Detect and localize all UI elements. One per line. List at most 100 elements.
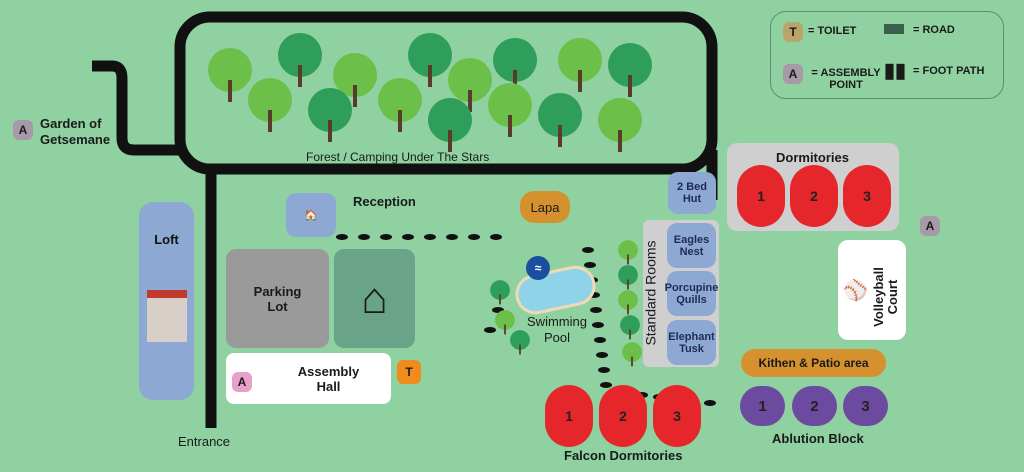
volleyball-court	[838, 240, 906, 340]
falcon-dormitory-3: 3	[653, 385, 701, 447]
tree-icon	[408, 33, 452, 77]
footprint-icon	[594, 337, 606, 343]
tree-icon	[333, 53, 377, 97]
tree-trunk	[627, 279, 629, 290]
tree-trunk	[328, 120, 332, 142]
tree-trunk	[499, 294, 501, 305]
volleyball-icon: ⚾	[843, 280, 868, 302]
assembly-hall: Assembly Hall	[226, 353, 391, 404]
footprint-icon	[446, 234, 458, 240]
footprint-icon	[358, 234, 370, 240]
toilet-legend-icon: T	[783, 22, 803, 42]
assembly-point-badge: A	[920, 216, 940, 236]
room-eagles-nest: Eagles Nest	[667, 223, 716, 268]
footprint-icon	[424, 234, 436, 240]
falcon-dormitory-2: 2	[599, 385, 647, 447]
tree-icon	[510, 330, 530, 350]
volleyball-label: Volleyball Court	[871, 267, 900, 327]
tree-icon	[278, 33, 322, 77]
tree-trunk	[627, 254, 629, 265]
ablution-1: 1	[740, 386, 785, 426]
forest-trees	[208, 33, 652, 367]
room-porcupine-quills: Porcupine Quills	[665, 271, 718, 316]
footprint-icon	[592, 322, 604, 328]
tree-icon	[618, 290, 638, 310]
house-icon: ⌂	[334, 249, 415, 348]
tree-trunk	[353, 85, 357, 107]
assembly-point-badge: A	[13, 120, 33, 140]
reception-label: Reception	[353, 194, 416, 209]
standard-rooms-label: Standard Rooms	[642, 240, 659, 346]
footprint-icon	[468, 234, 480, 240]
tree-icon	[448, 58, 492, 102]
tree-trunk	[398, 110, 402, 132]
tree-trunk	[519, 344, 521, 355]
footprint-icon	[584, 262, 596, 268]
tree-icon	[620, 315, 640, 335]
tree-icon	[598, 98, 642, 142]
swimming-icon: ≈	[526, 256, 550, 280]
tree-icon	[558, 38, 602, 82]
legend-road: = ROAD	[913, 24, 955, 36]
tree-trunk	[627, 304, 629, 315]
tree-icon	[378, 78, 422, 122]
entrance-label: Entrance	[178, 434, 231, 449]
dormitory-1: 1	[737, 165, 785, 227]
legend-footpath: = FOOT PATH	[913, 65, 985, 77]
footprint-icon	[490, 234, 502, 240]
tree-trunk	[508, 115, 512, 137]
tree-icon	[608, 43, 652, 87]
tree-trunk	[228, 80, 232, 102]
tree-icon	[248, 78, 292, 122]
footprint-icon	[600, 382, 612, 388]
tree-trunk	[504, 324, 506, 335]
legend-assembly: = ASSEMBLY POINT	[811, 67, 881, 91]
tree-icon	[490, 280, 510, 300]
legend-toilet: = TOILET	[808, 25, 857, 37]
tree-icon	[495, 310, 515, 330]
dormitories-label: Dormitories	[776, 150, 849, 165]
reception-icon: 🏠	[286, 193, 336, 237]
tree-trunk	[618, 130, 622, 152]
dormitory-3: 3	[843, 165, 891, 227]
tree-icon	[428, 98, 472, 142]
ablution-3: 3	[843, 386, 888, 426]
assembly-hall-label: Assembly Hall	[297, 363, 360, 394]
legend	[770, 11, 1004, 99]
ablution-2: 2	[792, 386, 837, 426]
parking-lot: Parking Lot	[226, 249, 329, 348]
tree-trunk	[468, 90, 472, 112]
footprint-icon	[704, 400, 716, 406]
room-elephant-tusk: Elephant Tusk	[667, 320, 716, 365]
tree-trunk	[298, 65, 302, 87]
tree-icon	[308, 88, 352, 132]
footprint-icon	[380, 234, 392, 240]
footprint-icon	[590, 307, 602, 313]
tree-trunk	[558, 125, 562, 147]
dormitory-2: 2	[790, 165, 838, 227]
toilet-badge: T	[397, 360, 421, 384]
tree-trunk	[631, 356, 633, 367]
tree-trunk	[448, 130, 452, 152]
tree-icon	[618, 240, 638, 260]
assembly-legend-icon: A	[783, 64, 803, 84]
tree-icon	[622, 342, 642, 362]
footprint-icon	[336, 234, 348, 240]
tree-icon	[208, 48, 252, 92]
loft-label: Loft	[154, 232, 179, 247]
tree-icon	[488, 83, 532, 127]
footprint-icon	[598, 367, 610, 373]
footprint-legend-icon: ▮▮	[884, 60, 907, 82]
tree-trunk	[513, 70, 517, 92]
road-legend-icon	[884, 24, 904, 34]
assembly-point-badge: A	[232, 372, 252, 392]
footprint-icon	[402, 234, 414, 240]
footprint-icon	[582, 247, 594, 253]
tree-trunk	[628, 75, 632, 97]
garden-label: Garden of Getsemane	[40, 116, 111, 147]
tree-trunk	[578, 70, 582, 92]
tree-trunk	[268, 110, 272, 132]
tree-icon	[618, 265, 638, 285]
tree-icon	[538, 93, 582, 137]
loft-building-icon	[147, 290, 187, 342]
